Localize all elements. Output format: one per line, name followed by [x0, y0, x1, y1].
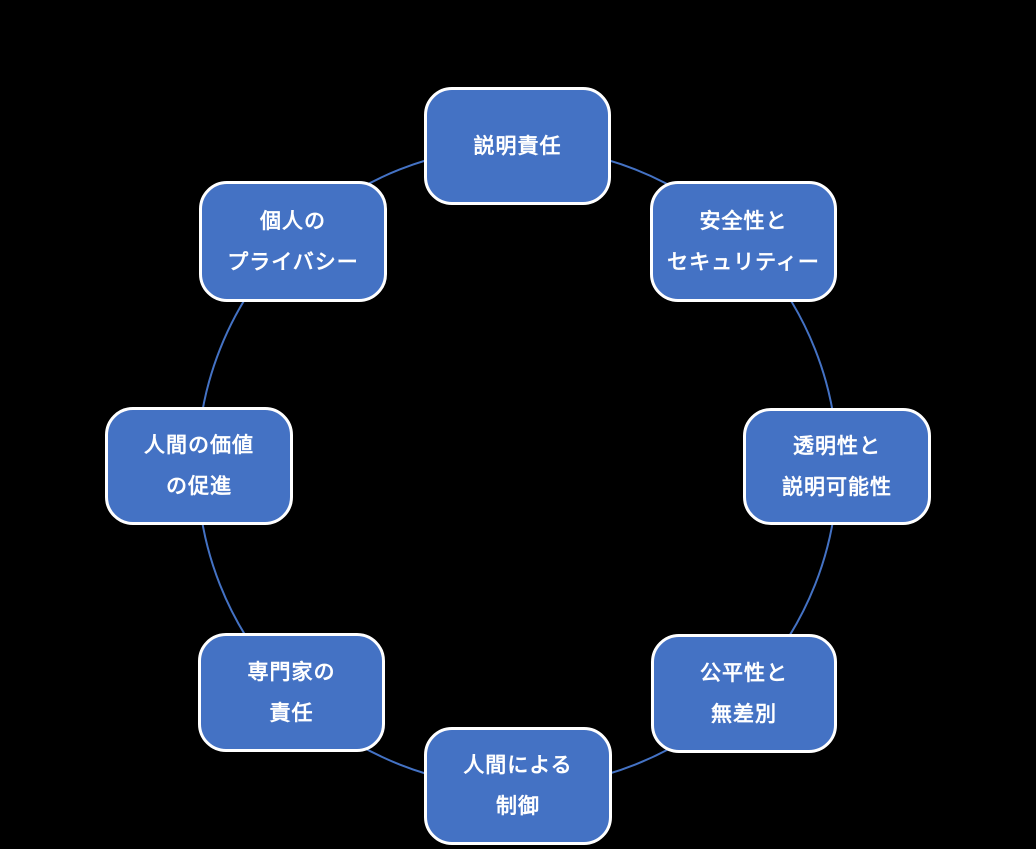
node-human-control: 人間による 制御: [424, 727, 612, 845]
node-label-line: プライバシー: [227, 250, 359, 274]
node-label-line: 制御: [496, 795, 540, 818]
node-safety-and-security: 安全性と セキュリティー: [650, 181, 837, 302]
node-label-line: 責任: [269, 701, 314, 725]
node-label-line: の促進: [166, 475, 232, 498]
node-accountability: 説明責任: [424, 87, 611, 205]
node-transparency-and-explainability: 透明性と 説明可能性: [743, 408, 931, 525]
node-label-line: 人間による: [463, 754, 573, 777]
node-label-line: セキュリティー: [667, 250, 820, 274]
node-label-line: 人間の価値: [144, 434, 254, 457]
node-label-line: 説明責任: [473, 134, 562, 158]
node-label-line: 専門家の: [247, 660, 336, 684]
node-label-line: 公平性と: [700, 661, 788, 685]
node-personal-privacy: 個人の プライバシー: [199, 181, 387, 302]
node-promotion-of-human-values: 人間の価値 の促進: [105, 407, 293, 525]
node-professional-responsibility: 専門家の 責任: [198, 633, 385, 752]
node-label-line: 説明可能性: [782, 475, 892, 499]
node-label-line: 無差別: [711, 702, 777, 726]
node-label-line: 個人の: [260, 209, 326, 233]
node-label-line: 安全性と: [699, 209, 788, 233]
node-fairness-and-nondiscrimination: 公平性と 無差別: [651, 634, 837, 753]
node-label-line: 透明性と: [793, 434, 881, 458]
